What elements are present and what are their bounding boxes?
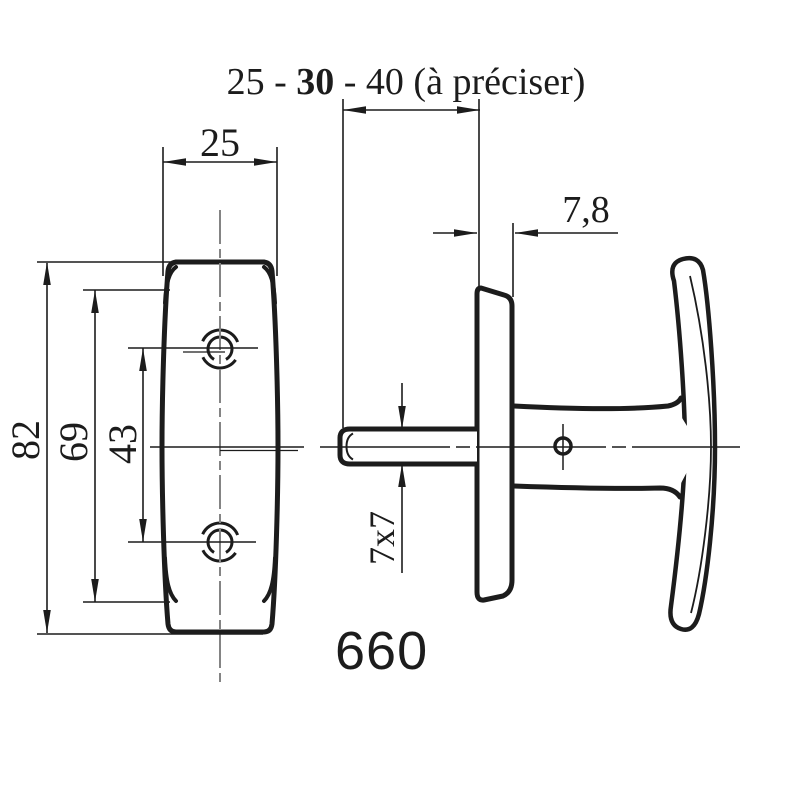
model-number: 660	[335, 621, 428, 681]
dimensions: 82 69 43 25 25 - 30	[3, 61, 618, 635]
dimension-82-label: 82	[3, 420, 48, 460]
spindle-length-prefix: 25 -	[227, 61, 297, 103]
spindle-length-suffix: - 40 (à préciser)	[334, 61, 585, 103]
neck-bottom-edge	[511, 483, 683, 500]
side-view-handle	[337, 255, 718, 632]
plate-edge-blend-top-right	[262, 265, 277, 305]
neck-top-edge	[511, 395, 684, 412]
spindle-square-label: 7x7	[362, 511, 402, 565]
dimension-69-label: 69	[51, 422, 96, 462]
spindle-length-label: 25 - 30 - 40 (à préciser)	[227, 61, 586, 103]
extension-lines-front	[37, 147, 278, 635]
dimension-25: 25	[163, 120, 277, 166]
dimension-spindle-square: 7x7	[362, 383, 406, 573]
plate-edge-blend-top-left	[163, 265, 178, 305]
centerlines	[150, 210, 740, 685]
thickness-label: 7,8	[562, 189, 610, 231]
dimension-82: 82	[3, 262, 51, 633]
plate-edge-blend-bottom-left	[163, 556, 178, 603]
dimension-43-label: 43	[100, 424, 145, 464]
dimension-thickness: 7,8	[433, 189, 618, 237]
plate-edge-blend-bottom-right	[262, 556, 277, 603]
dimension-spindle-length: 25 - 30 - 40 (à préciser)	[227, 61, 586, 114]
dimension-69: 69	[51, 290, 99, 602]
neck-fill	[514, 405, 700, 489]
extension-lines-side	[342, 99, 514, 428]
dimension-43: 43	[100, 348, 147, 542]
dimension-25-label: 25	[200, 120, 240, 165]
plate-side-profile	[474, 285, 515, 603]
spindle-length-bold: 30	[296, 61, 334, 103]
